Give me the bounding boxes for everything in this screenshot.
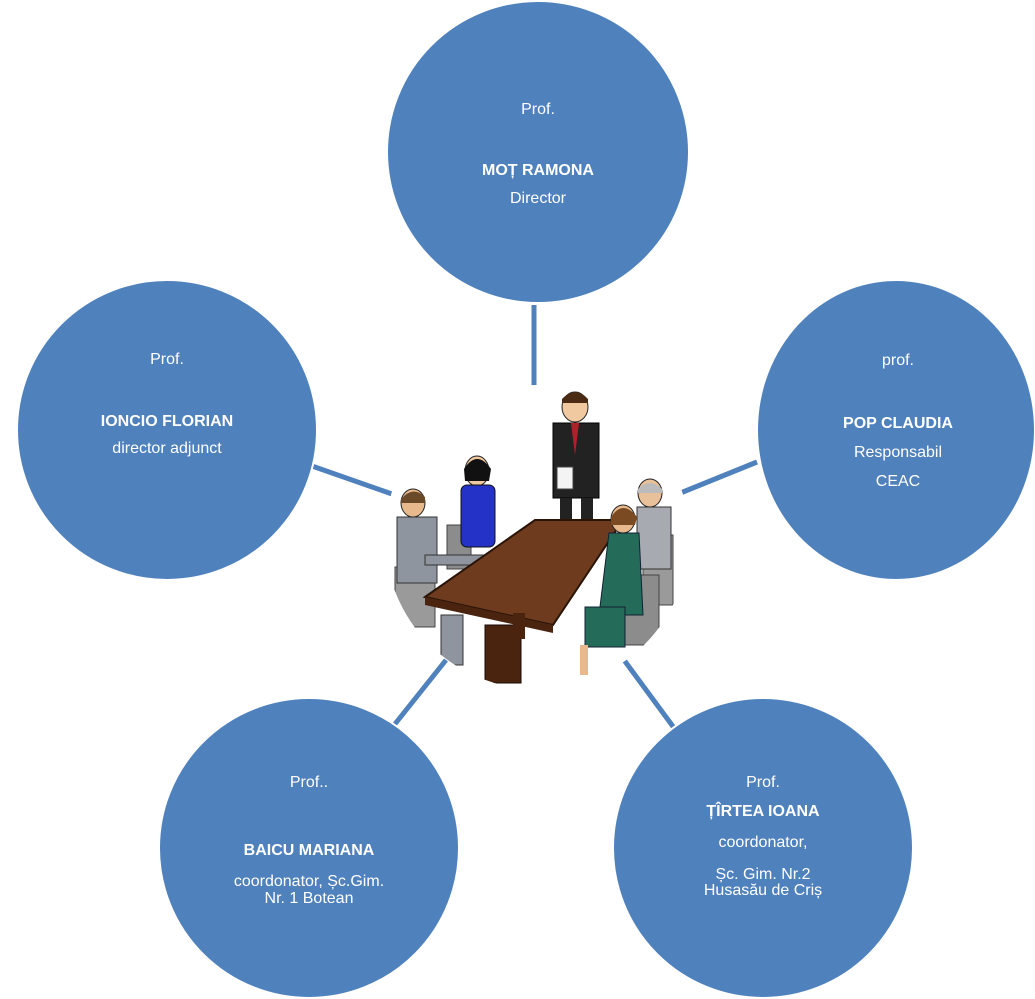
node-right-title: prof. — [881, 352, 914, 369]
node-bottom-left-role-2: Nr. 1 Botean — [264, 890, 354, 907]
node-top-name: MOȚ RAMONA — [482, 162, 594, 179]
node-bottom-right-name: ȚÎRTEA IOANA — [706, 803, 820, 820]
node-right-role-1: Responsabil — [853, 444, 943, 461]
node-right-ceac: prof. POP CLAUDIA Responsabil CEAC — [756, 279, 1035, 581]
node-bottom-right-role-3: Husasău de Criș — [703, 882, 823, 899]
standing-figure — [552, 391, 600, 528]
node-left-title: Prof. — [150, 351, 184, 368]
woman-blue-figure — [460, 455, 496, 548]
man-left-figure — [396, 488, 484, 666]
meeting-clipart — [385, 385, 689, 689]
node-right-name: POP CLAUDIA — [843, 415, 953, 432]
node-left-role: director adjunct — [112, 440, 222, 457]
woman-green-figure — [580, 504, 644, 675]
node-bottom-left-role-1: coordonator, Șc.Gim. — [233, 873, 385, 890]
node-bottom-right-title: Prof. — [746, 774, 780, 791]
node-right-role-2: CEAC — [875, 473, 921, 490]
node-left-deputy: Prof. IONCIO FLORIAN director adjunct — [16, 279, 318, 581]
connector-left — [311, 463, 393, 497]
node-top-title: Prof. — [521, 101, 555, 118]
node-bottom-right-role-1: coordonator, — [718, 834, 808, 851]
node-bottom-left-title: Prof.. — [289, 774, 329, 791]
node-top-director: Prof. MOȚ RAMONA Director — [386, 0, 690, 304]
node-bottom-right-coordinator: Prof. ȚÎRTEA IOANA coordonator, Șc. Gim.… — [612, 697, 914, 999]
man-right-figure — [636, 478, 672, 570]
node-left-name: IONCIO FLORIAN — [100, 413, 234, 430]
node-bottom-left-coordinator: Prof.. BAICU MARIANA coordonator, Șc.Gim… — [158, 697, 460, 999]
node-bottom-right-role-2: Șc. Gim. Nr.2 — [715, 866, 811, 883]
node-top-role: Director — [509, 190, 566, 207]
node-bottom-left-name: BAICU MARIANA — [243, 842, 375, 859]
